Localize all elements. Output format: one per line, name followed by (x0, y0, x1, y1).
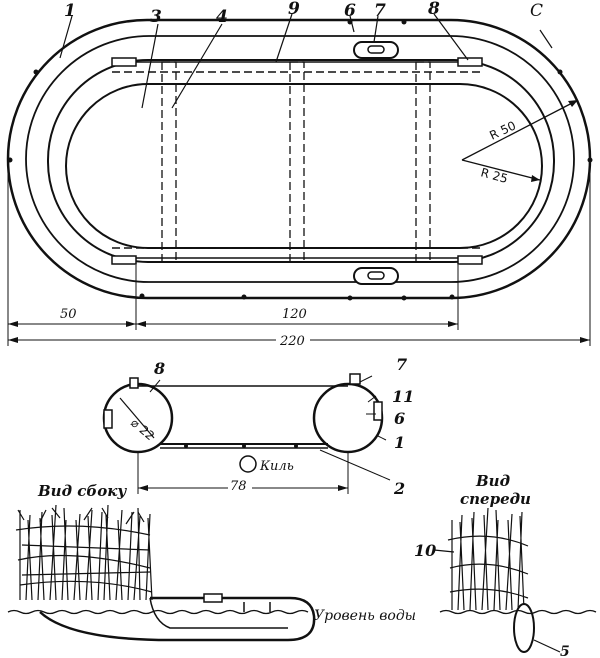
leader (373, 15, 379, 43)
leader (349, 15, 355, 33)
cross-slat (161, 61, 177, 263)
keel-label: Киль (259, 459, 294, 474)
label-7: 7 (374, 1, 386, 21)
label-10: 10 (414, 541, 436, 560)
leader (539, 29, 553, 49)
plan-dimensions: 50 120 220 (7, 160, 591, 349)
label-3: 3 (150, 7, 162, 27)
label-c: C (530, 1, 543, 21)
front-view-title-1: Вид (475, 472, 510, 490)
leader (275, 13, 293, 63)
oarlock-slot (367, 45, 385, 54)
end-block (111, 255, 137, 265)
hull-inner (47, 59, 555, 263)
reeds-side (15, 504, 153, 601)
tube-right (312, 382, 384, 454)
front-view: Вид спереди 10 5 (414, 472, 597, 658)
arrow (531, 175, 540, 182)
side-view-title: Вид сбоку (37, 482, 127, 500)
keel-circle (239, 455, 257, 473)
radius-25-line (461, 159, 541, 181)
reeds-front (447, 507, 529, 611)
label-1: 1 (64, 1, 76, 21)
oarlock-slot (367, 271, 385, 280)
water-line-front (439, 609, 597, 615)
end-block (457, 57, 483, 67)
section-label-2: 2 (393, 479, 405, 498)
label-6: 6 (344, 1, 356, 21)
front-tube (513, 603, 535, 653)
hull-outer-inner-line (25, 35, 575, 283)
radius-25-label: R 25 (479, 165, 509, 186)
cross-slat (289, 61, 305, 263)
dim-220: 220 (279, 334, 305, 349)
diameter-label: ⌀ 22 (128, 416, 157, 444)
water-line-side (7, 609, 309, 615)
water-level-label: Уровень воды (314, 608, 416, 624)
side-hull (39, 596, 316, 642)
leader (59, 15, 73, 59)
label-9: 9 (288, 0, 300, 19)
dim-120: 120 (282, 307, 307, 322)
leader (141, 23, 159, 109)
radius-50-line (461, 99, 579, 161)
end-block (111, 57, 137, 67)
leader (171, 23, 223, 109)
arrow (568, 100, 578, 107)
plan-view: 1 3 4 9 6 7 8 C R 50 R 25 (6, 0, 593, 301)
label-8: 8 (427, 0, 440, 19)
leader (433, 13, 469, 61)
side-view: Вид сбоку Уровень воды (7, 482, 416, 642)
dim-78: 78 (230, 479, 247, 494)
dim-50: 50 (60, 307, 77, 322)
label-5: 5 (560, 644, 570, 658)
section-label-11: 11 (392, 387, 414, 406)
front-view-title-2: спереди (460, 490, 531, 508)
label-4: 4 (216, 7, 228, 27)
section-label-6: 6 (394, 409, 405, 428)
section-label-7: 7 (396, 355, 407, 374)
cross-slat (415, 61, 431, 263)
section-label-8: 8 (153, 359, 165, 378)
end-block (457, 255, 483, 265)
cross-section: 8 7 11 6 1 2 ⌀ 22 Киль 78 (102, 355, 414, 498)
section-label-1: 1 (394, 433, 405, 452)
